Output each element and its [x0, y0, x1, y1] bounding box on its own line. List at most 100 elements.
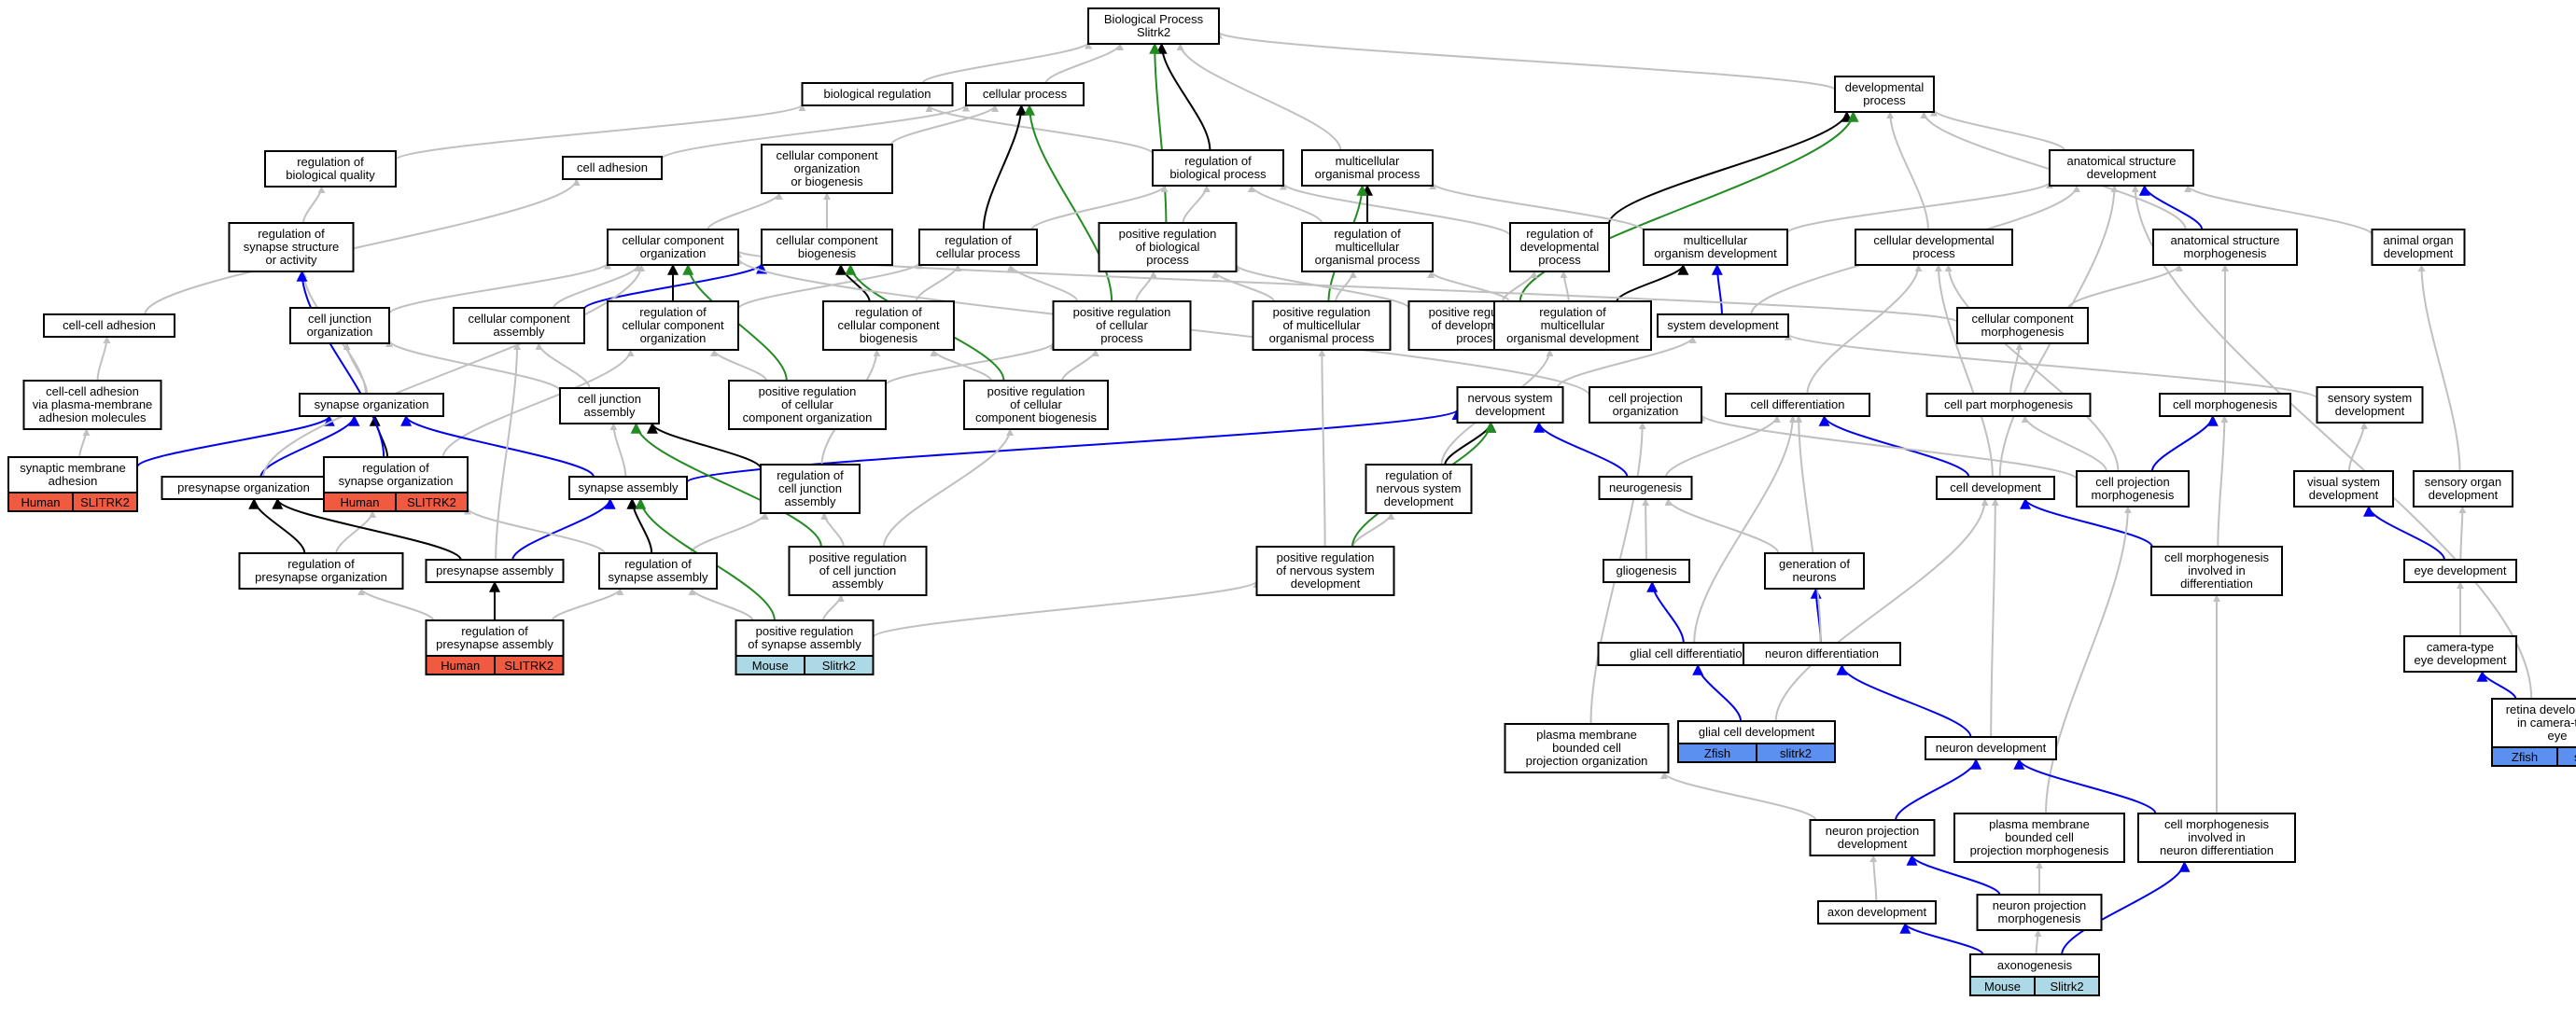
term-node-neurdev[interactable]: neuron development — [1925, 736, 2057, 760]
term-node-sysdev[interactable]: system development — [1657, 313, 1789, 338]
term-node-neurdiff[interactable]: neuron differentiation — [1743, 642, 1901, 666]
term-node-celldiff[interactable]: cell differentiation — [1725, 393, 1870, 417]
term-label-line: development — [1476, 404, 1546, 418]
term-label-line: organization — [640, 246, 707, 260]
term-node-retina[interactable]: retina developmentin camera-typeeyeZfish… — [2491, 698, 2576, 767]
term-node-eyedev[interactable]: eye development — [2403, 559, 2517, 583]
term-node-cpmorph[interactable]: cell part morphogenesis — [1925, 393, 2092, 417]
term-node-celldev[interactable]: cell development — [1936, 476, 2055, 500]
edge-is-a — [822, 594, 845, 621]
term-node-celladh[interactable]: cell adhesion — [562, 156, 663, 180]
term-node-neurogen[interactable]: neurogenesis — [1598, 476, 1693, 500]
term-box — [2159, 393, 2291, 417]
term-label-line: positive regulation — [1277, 550, 1375, 564]
term-label-line: cell adhesion — [577, 160, 648, 174]
gene-name: Slitrk2 — [2050, 980, 2083, 994]
term-label-line: development — [2429, 488, 2499, 502]
term-label-line: morphogenesis — [1981, 325, 2065, 339]
term-node-cellmorph[interactable]: cell morphogenesis — [2159, 393, 2291, 417]
term-node-bioreg[interactable]: biological regulation — [801, 82, 954, 106]
term-box — [568, 476, 688, 500]
term-label-line: regulation of — [777, 468, 844, 482]
term-box — [1834, 76, 1935, 113]
term-node-synassembly[interactable]: synapse assembly — [568, 476, 688, 500]
edge-is-a — [710, 349, 767, 382]
term-node-cellproc[interactable]: cellular process — [965, 82, 1085, 106]
term-box — [1493, 300, 1652, 351]
term-node-cellcelladh[interactable]: cell-cell adhesion — [43, 313, 175, 338]
term-label-line: or activity — [266, 253, 317, 267]
term-box — [607, 229, 739, 266]
term-label-line: multicellular — [1336, 240, 1400, 254]
term-label-line: involved in — [2188, 830, 2245, 844]
term-node-synorg[interactable]: synapse organization — [299, 393, 444, 417]
term-node-gliogen[interactable]: gliogenesis — [1603, 559, 1690, 583]
edge-part-of — [1818, 414, 1970, 478]
edge-is-a — [262, 264, 646, 478]
term-box — [323, 456, 469, 494]
edge-is-a — [78, 428, 91, 458]
term-node-presynorg[interactable]: presynapse organization — [161, 476, 327, 500]
term-box — [801, 82, 954, 106]
term-label-line: axon development — [1827, 905, 1927, 919]
term-node-axondev[interactable]: axon development — [1817, 900, 1937, 925]
term-node-presynassembly[interactable]: presynapse assembly — [425, 559, 565, 583]
